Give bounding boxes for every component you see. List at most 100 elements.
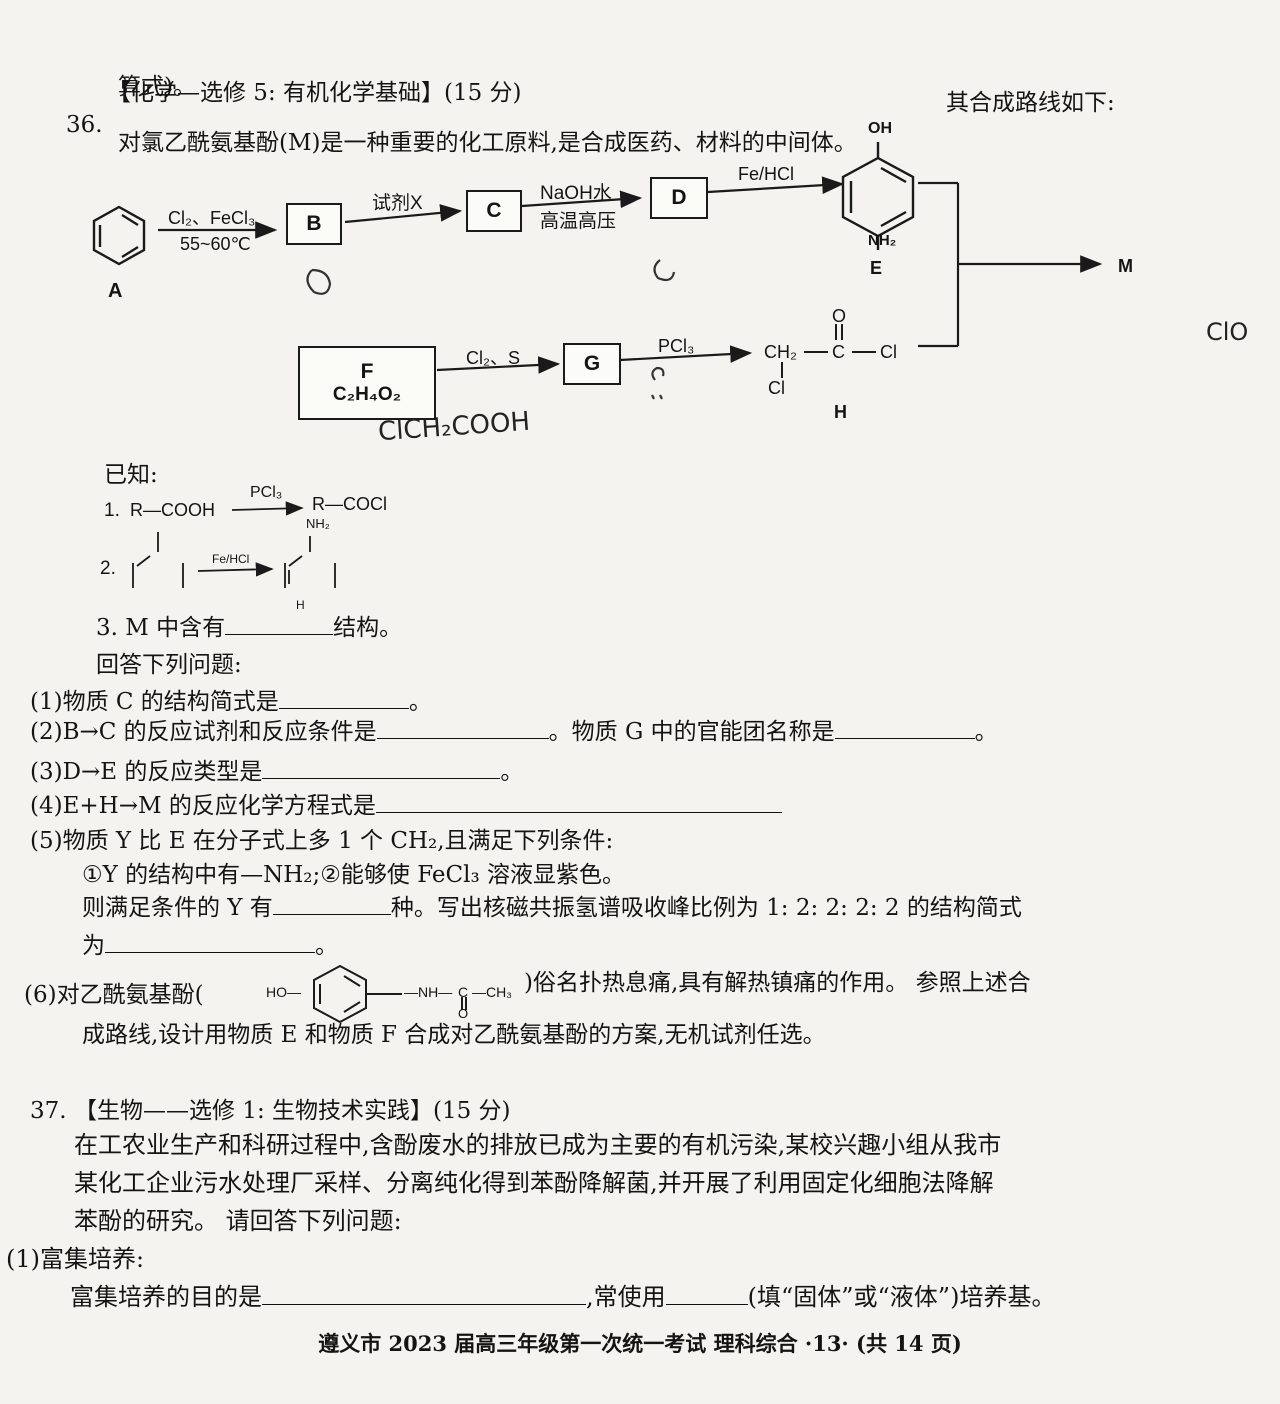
q36-part3-blank[interactable] (262, 756, 501, 779)
label-H: H (834, 402, 847, 422)
known1-reagent: PCl₃ (250, 484, 283, 501)
known1-left: R—COOH (130, 500, 215, 520)
step3-condition: 高温高压 (540, 211, 617, 232)
q37-part1-blank-purpose[interactable] (262, 1282, 586, 1305)
label-A: A (108, 280, 123, 302)
q36-part2: (2)B→C 的反应试剂和反应条件是。物质 G 中的官能团名称是。 (30, 716, 998, 747)
arrow-C-to-D (521, 190, 643, 209)
q36-part2-text: (2)B→C 的反应试剂和反应条件是 (30, 719, 377, 745)
q36-part4: (4)E+H→M 的反应化学方程式是 (30, 790, 782, 821)
q37-part1-c: (填“固体”或“液体”)培养基。 (747, 1283, 1056, 1311)
box-F-formula: C₂H₄O₂ (332, 384, 402, 405)
q36-part1: (1)物质 C 的结构简式是。 (30, 686, 432, 717)
p6-ch3: —CH₃ (472, 984, 512, 1000)
box-C-label: C (486, 199, 502, 222)
q36-part5-conditions: ①Y 的结构中有—NH₂;②能够使 FeCl₃ 溶液显紫色。 (82, 862, 625, 888)
page-footer: 遵义市 2023 届高三年级第一次统一考试 理科综合 ·13· (共 14 页) (318, 1331, 962, 1356)
label-H-Cl-down: Cl (768, 378, 785, 398)
q36-part1-blank[interactable] (278, 686, 409, 709)
label-E-OH: OH (868, 120, 892, 137)
q37-part1-blank-medium[interactable] (665, 1282, 748, 1305)
q36-part2-blank-b[interactable] (834, 716, 975, 739)
benzene-ring-A (92, 205, 146, 266)
arrow-B-to-C (344, 204, 463, 224)
q36-part2-blank-a[interactable] (376, 716, 549, 739)
arrow-D-to-E (707, 176, 845, 194)
q36-part5-blank-structure[interactable] (105, 930, 315, 953)
p6-benzene-ring (313, 964, 467, 1024)
q36-part6-line1-start: (6)对乙酰氨基酚( (24, 982, 204, 1008)
q36-part5-question: 则满足条件的 Y 有 种。写出核磁共振氢谱吸收峰比例为 1: 2: 2: 2: 2… (82, 892, 1022, 923)
p6-nh: —NH— (404, 984, 453, 1000)
label-H-Cl-right: Cl (880, 342, 897, 362)
known1-arrow (231, 501, 304, 516)
arrow-F-to-G (436, 356, 561, 374)
box-G: G (563, 343, 621, 385)
handwritten-marks (306, 259, 676, 400)
q37-part1: 富集培养的目的是,常使用(填“固体”或“液体”)培养基。 (70, 1282, 1055, 1312)
box-B-label: B (306, 212, 322, 235)
step1-reagent: Cl₂、FeCl₃ (168, 208, 256, 228)
p6-ho: HO— (266, 984, 301, 1000)
box-C: C (466, 190, 522, 232)
known2-rings (132, 532, 336, 588)
box-D: D (650, 177, 708, 219)
q37-line2: 某化工企业污水处理厂采样、分离纯化得到苯酚降解菌,并开展了利用固定化细胞法降解 (74, 1169, 994, 1197)
known3-line: 3. M 中含有 结构。 (96, 612, 402, 643)
box-B: B (286, 203, 342, 245)
label-M: M (1118, 256, 1133, 276)
known-heading: 已知: (104, 462, 158, 488)
known2-nh2: NH₂ (306, 516, 330, 531)
step4-reagent: Fe/HCl (738, 164, 795, 184)
q36-part5-q-b: 种。写出核磁共振氢谱吸收峰比例为 1: 2: 2: 2: 2 的结构简式 (390, 895, 1022, 921)
q36-part5-q-a: 则满足条件的 Y 有 (82, 895, 273, 921)
q36-part2-text-b: 。物质 G 中的官能团名称是 (548, 719, 835, 745)
step3-reagent: NaOH水 (540, 183, 612, 204)
q37-line3: 苯酚的研究。 请回答下列问题: (74, 1207, 402, 1235)
p6-c: C (458, 984, 469, 1000)
handwriting-right-margin: ClO (1206, 318, 1249, 346)
q36-part3: (3)D→E 的反应类型是。 (30, 756, 523, 787)
structure-H-bonds (781, 324, 876, 378)
label-E-NH2: NH₂ (868, 232, 897, 249)
known1-right: R—COCl (312, 494, 387, 514)
known3-suffix: 结构。 (333, 615, 403, 641)
q36-part1-text: (1)物质 C 的结构简式是 (30, 689, 279, 715)
q36-intro-tail: 其合成路线如下: (946, 90, 1115, 116)
known3-h: H (296, 598, 305, 612)
q37-part1-a: 富集培养的目的是 (70, 1283, 262, 1311)
q36-intro-visible: 对氯乙酰氨基酚(M)是一种重要的化工原料,是合成医药、材料的中间体。 (118, 130, 857, 156)
step2-reagent: 试剂X (372, 193, 423, 214)
answer-intro: 回答下列问题: (96, 652, 242, 678)
q36-part5-question-2: 为。 (82, 930, 338, 961)
label-H-O: O (832, 306, 847, 326)
q36-part5-blank-count[interactable] (272, 892, 391, 915)
q36-part6-line2: 成路线,设计用物质 E 和物质 F 合成对乙酰氨基酚的方案,无机试剂任选。 (82, 1022, 826, 1048)
q37-number: 37. (30, 1098, 67, 1124)
step6-reagent: PCl₃ (658, 336, 695, 356)
step1-condition: 55~60℃ (180, 234, 251, 254)
p6-o: O (458, 1006, 469, 1021)
known2-reagent: Fe/HCl (212, 552, 250, 566)
q36-part3-text: (3)D→E 的反应类型是 (30, 759, 263, 785)
known2-arrow (197, 562, 274, 577)
known3-blank[interactable] (225, 612, 334, 635)
step5-reagent: Cl₂、S (466, 348, 520, 368)
box-D-label: D (671, 186, 687, 209)
q36-part4-text: (4)E+H→M 的反应化学方程式是 (30, 793, 376, 819)
box-G-label: G (583, 352, 601, 375)
previous-question-fragment: 算式)。 (118, 74, 196, 100)
q36-part4-blank[interactable] (375, 790, 782, 813)
q36-number: 36. (66, 112, 103, 138)
label-H-C: C (832, 342, 845, 362)
benzene-ring-E (841, 142, 915, 250)
q36-intro-line: 对氯乙酰氨基酚(M)是一种重要的化工原料,是合成医药、材料的中间体。 (118, 128, 857, 158)
box-F: F C₂H₄O₂ (298, 346, 436, 420)
box-F-name: F (360, 360, 374, 383)
known2-number: 2. (100, 558, 116, 579)
q37-title: 【生物——选修 1: 生物技术实践】(15 分) (74, 1098, 511, 1124)
q36-part5: (5)物质 Y 比 E 在分子式上多 1 个 CH₂,且满足下列条件: (30, 828, 614, 854)
known3-prefix: 3. M 中含有 (96, 615, 226, 641)
q37-line1: 在工农业生产和科研过程中,含酚废水的排放已成为主要的有机污染,某校兴趣小组从我市 (74, 1131, 1002, 1159)
